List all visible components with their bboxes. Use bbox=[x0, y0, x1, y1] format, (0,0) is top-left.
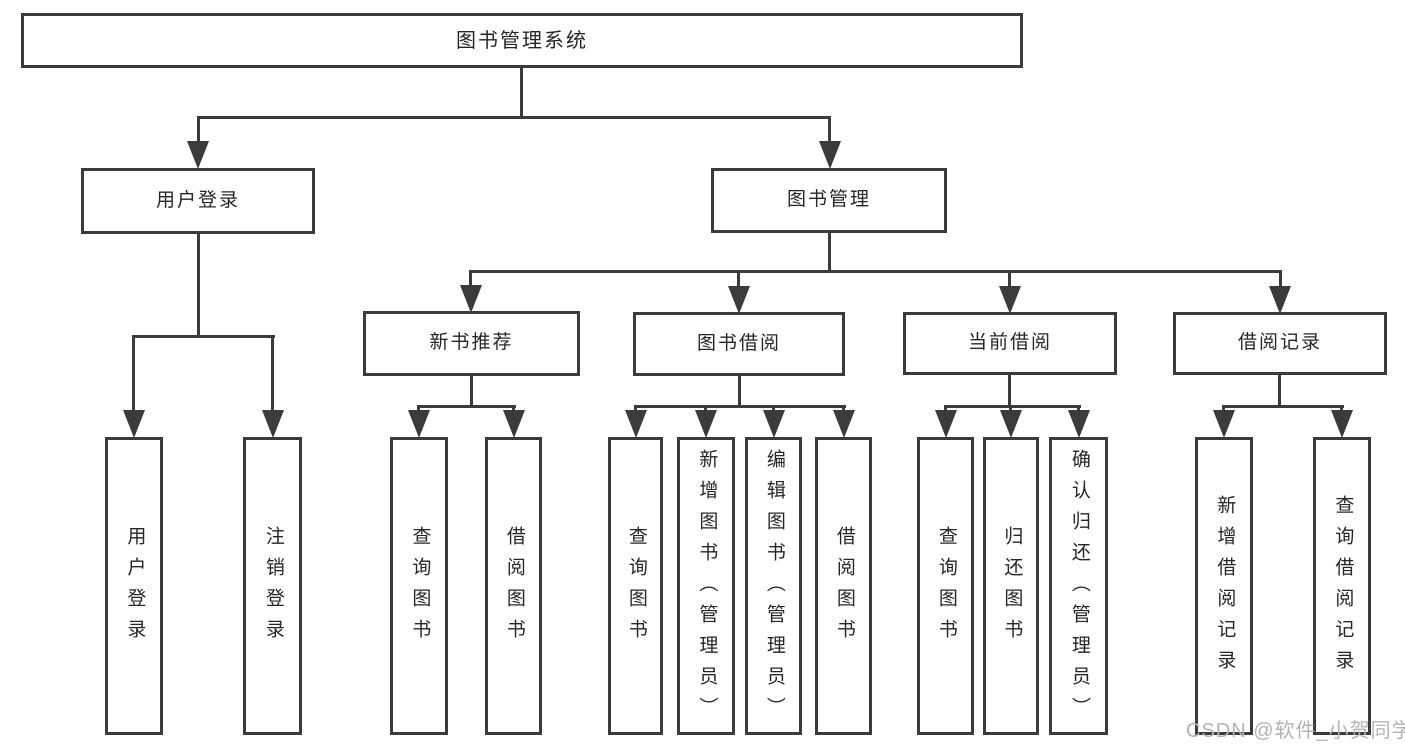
csdn-watermark: CSDN @软件_小贺同学 bbox=[1186, 720, 1405, 742]
arrow-down-icon bbox=[503, 410, 525, 438]
node-borrow-books: 借阅图书 bbox=[815, 437, 872, 735]
arrow-down-icon bbox=[625, 410, 647, 438]
node-user-login: 用户登录 bbox=[105, 437, 163, 735]
connector-line bbox=[1279, 270, 1282, 290]
node-edit-books-admin: 编辑图书（管理员） bbox=[745, 437, 802, 735]
node-borrow-books-recommend: 借阅图书 bbox=[485, 437, 542, 735]
node-label: 借阅记录 bbox=[1237, 332, 1322, 354]
connector-line bbox=[737, 270, 740, 290]
arrow-down-icon bbox=[1331, 410, 1353, 438]
arrow-down-icon bbox=[833, 410, 855, 438]
arrow-down-icon bbox=[187, 141, 209, 169]
connector-line bbox=[1008, 374, 1011, 408]
node-current-borrowing: 当前借阅 bbox=[903, 312, 1117, 375]
arrow-down-icon bbox=[123, 410, 145, 438]
connector-line bbox=[738, 375, 741, 408]
connector-line bbox=[132, 335, 135, 415]
arrow-down-icon bbox=[999, 286, 1021, 314]
arrow-down-icon bbox=[1068, 410, 1090, 438]
node-confirm-return-admin: 确认归还（管理员） bbox=[1049, 437, 1108, 735]
node-label: 图书借阅 bbox=[696, 332, 781, 354]
connector-line bbox=[944, 405, 1081, 408]
connector-line bbox=[1222, 405, 1344, 408]
node-query-books-recommend: 查询图书 bbox=[390, 437, 448, 735]
node-user-login-branch: 用户登录 bbox=[81, 168, 315, 234]
connector-line bbox=[634, 405, 846, 408]
arrow-down-icon bbox=[1213, 410, 1235, 438]
arrow-down-icon bbox=[763, 410, 785, 438]
node-label: 查询图书 bbox=[625, 526, 647, 650]
node-add-borrow-record: 新增借阅记录 bbox=[1195, 437, 1253, 735]
node-book-management-branch: 图书管理 bbox=[711, 168, 947, 233]
connector-line bbox=[132, 335, 275, 338]
node-add-books-admin: 新增图书（管理员） bbox=[677, 437, 735, 735]
node-borrowing-records: 借阅记录 bbox=[1173, 312, 1387, 375]
node-label: 确认归还（管理员） bbox=[1068, 448, 1090, 728]
arrow-down-icon bbox=[408, 410, 430, 438]
node-logout: 注销登录 bbox=[243, 437, 302, 735]
arrow-down-icon bbox=[935, 410, 957, 438]
node-label: 注销登录 bbox=[262, 526, 284, 650]
node-label: 查询图书 bbox=[935, 526, 957, 650]
arrow-down-icon bbox=[1000, 410, 1022, 438]
connector-line bbox=[197, 116, 831, 119]
connector-line bbox=[469, 270, 472, 290]
node-label: 借阅图书 bbox=[833, 526, 855, 650]
node-label: 图书管理 bbox=[786, 189, 871, 211]
connector-line bbox=[828, 116, 831, 146]
connector-line bbox=[1278, 374, 1281, 408]
node-query-borrow-record: 查询借阅记录 bbox=[1313, 437, 1371, 735]
arrow-down-icon bbox=[460, 285, 482, 313]
connector-line bbox=[197, 233, 200, 338]
node-label: 借阅图书 bbox=[503, 526, 525, 650]
node-book-borrowing: 图书借阅 bbox=[633, 312, 845, 376]
node-label: 归还图书 bbox=[1001, 526, 1023, 650]
arrow-down-icon bbox=[695, 410, 717, 438]
node-label: 查询图书 bbox=[409, 526, 431, 650]
node-label: 新书推荐 bbox=[429, 332, 514, 354]
connector-line bbox=[197, 116, 200, 146]
node-new-book-recommendation: 新书推荐 bbox=[363, 311, 580, 376]
node-label: 新增借阅记录 bbox=[1214, 495, 1236, 681]
connector-line bbox=[1008, 270, 1011, 290]
connector-line bbox=[828, 232, 831, 273]
connector-line bbox=[520, 67, 523, 118]
node-label: 图书管理系统 bbox=[456, 29, 588, 52]
node-label: 用户登录 bbox=[124, 526, 146, 650]
connector-line bbox=[417, 405, 516, 408]
connector-line bbox=[271, 335, 274, 415]
node-label: 查询借阅记录 bbox=[1332, 495, 1354, 681]
connector-line bbox=[469, 270, 1282, 273]
node-query-books-current: 查询图书 bbox=[917, 437, 974, 735]
node-label: 用户登录 bbox=[155, 189, 240, 211]
arrow-down-icon bbox=[262, 410, 284, 438]
node-label: 编辑图书（管理员） bbox=[763, 448, 785, 728]
node-library-management-system: 图书管理系统 bbox=[21, 13, 1023, 68]
connector-line bbox=[470, 375, 473, 408]
node-query-books-borrowing: 查询图书 bbox=[608, 437, 663, 735]
arrow-down-icon bbox=[1269, 286, 1291, 314]
arrow-down-icon bbox=[819, 141, 841, 169]
node-label: 当前借阅 bbox=[967, 332, 1052, 354]
arrow-down-icon bbox=[728, 286, 750, 314]
node-return-books: 归还图书 bbox=[983, 437, 1039, 735]
node-label: 新增图书（管理员） bbox=[696, 448, 718, 728]
